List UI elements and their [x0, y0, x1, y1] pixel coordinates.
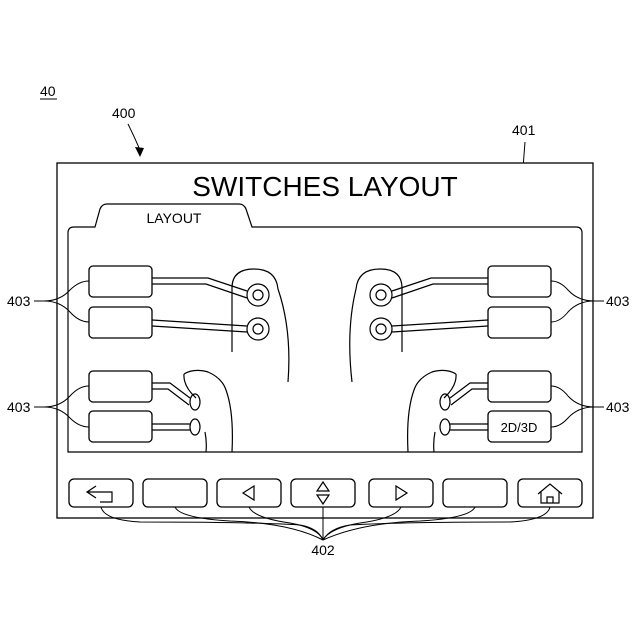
right-switch-label-box-3[interactable] [488, 371, 551, 402]
switch-ref-label-right-top: 403 [606, 293, 630, 309]
figure-number: 40 [40, 83, 56, 99]
left-switch-label-box-2[interactable] [89, 307, 152, 338]
left-switch-label-box-1[interactable] [89, 266, 152, 297]
right-switch-label-box-1[interactable] [488, 266, 551, 297]
left-button[interactable] [217, 479, 281, 507]
home-button[interactable] [518, 479, 582, 507]
screen-title: SWITCHES LAYOUT [192, 171, 458, 202]
panel-ref-label: 401 [512, 122, 536, 138]
screen-ref-label: 400 [112, 105, 136, 121]
buttons-ref-label: 402 [311, 542, 335, 558]
screen-frame [57, 163, 593, 518]
mode-2d3d-label: 2D/3D [501, 420, 538, 435]
left-switch-label-box-4[interactable] [89, 411, 152, 442]
screen-ref-leader [128, 124, 140, 150]
up-down-button[interactable] [291, 479, 355, 507]
right-switch-label-box-2[interactable] [488, 307, 551, 338]
blank-button-2[interactable] [443, 479, 507, 507]
switch-ref-label-right-bottom: 403 [606, 399, 630, 415]
switch-ref-label-left-top: 403 [7, 293, 31, 309]
right-button[interactable] [369, 479, 433, 507]
blank-button-1[interactable] [143, 479, 207, 507]
screen-ref-arrowhead [135, 147, 144, 157]
back-button[interactable] [69, 479, 133, 507]
switch-ref-label-left-bottom: 403 [7, 399, 31, 415]
left-switch-label-box-3[interactable] [89, 371, 152, 402]
tab-layout[interactable]: LAYOUT [147, 210, 202, 226]
